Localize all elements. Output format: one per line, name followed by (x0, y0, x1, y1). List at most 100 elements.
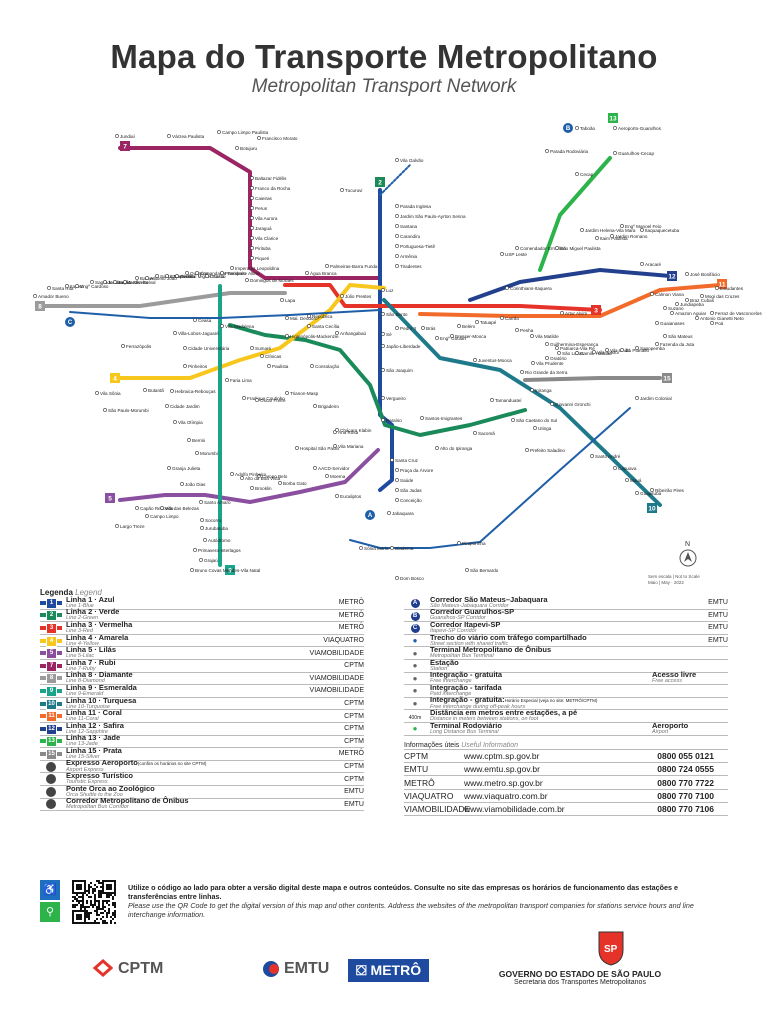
station-marker[interactable] (505, 286, 509, 290)
station-marker[interactable] (395, 224, 399, 228)
station-marker[interactable] (381, 418, 385, 422)
station-marker[interactable] (605, 348, 609, 352)
station-marker[interactable] (250, 256, 254, 260)
station-marker[interactable] (390, 546, 394, 550)
station-marker[interactable] (115, 134, 119, 138)
corridor-badge-a[interactable]: A (365, 510, 375, 520)
station-marker[interactable] (165, 274, 169, 278)
station-marker[interactable] (103, 408, 107, 412)
station-marker[interactable] (325, 264, 329, 268)
station-marker[interactable] (250, 196, 254, 200)
station-marker[interactable] (473, 431, 477, 435)
station-marker[interactable] (555, 346, 559, 350)
station-marker[interactable] (590, 454, 594, 458)
station-marker[interactable] (255, 398, 259, 402)
operator-url-link[interactable]: www.viamobilidade.com.br (464, 804, 565, 815)
station-marker[interactable] (395, 326, 399, 330)
station-marker[interactable] (545, 342, 549, 346)
station-marker[interactable] (515, 246, 519, 250)
line-badge-5[interactable]: 5 (105, 493, 115, 503)
station-marker[interactable] (170, 389, 174, 393)
station-marker[interactable] (195, 271, 199, 275)
station-marker[interactable] (613, 151, 617, 155)
station-marker[interactable] (193, 318, 197, 322)
station-marker[interactable] (395, 468, 399, 472)
station-marker[interactable] (457, 541, 461, 545)
station-marker[interactable] (285, 391, 289, 395)
station-marker[interactable] (285, 334, 289, 338)
station-marker[interactable] (250, 486, 254, 490)
station-marker[interactable] (613, 126, 617, 130)
station-marker[interactable] (531, 361, 535, 365)
station-marker[interactable] (250, 226, 254, 230)
station-marker[interactable] (613, 466, 617, 470)
station-marker[interactable] (620, 224, 624, 228)
line-badge-9[interactable]: 9 (225, 565, 235, 575)
line-badge-7[interactable]: 7 (120, 141, 130, 151)
station-marker[interactable] (663, 306, 667, 310)
station-marker[interactable] (695, 316, 699, 320)
station-marker[interactable] (95, 391, 99, 395)
station-marker[interactable] (310, 364, 314, 368)
station-marker[interactable] (575, 172, 579, 176)
station-marker[interactable] (580, 228, 584, 232)
station-marker[interactable] (185, 271, 189, 275)
station-marker[interactable] (235, 146, 239, 150)
station-marker[interactable] (278, 481, 282, 485)
station-marker[interactable] (333, 444, 337, 448)
station-marker[interactable] (650, 488, 654, 492)
station-marker[interactable] (421, 326, 425, 330)
station-marker[interactable] (167, 134, 171, 138)
station-marker[interactable] (450, 334, 454, 338)
station-marker[interactable] (395, 488, 399, 492)
station-marker[interactable] (340, 188, 344, 192)
station-marker[interactable] (511, 418, 515, 422)
station-marker[interactable] (167, 466, 171, 470)
line-badge-4[interactable]: 4 (110, 373, 120, 383)
station-marker[interactable] (135, 276, 139, 280)
station-marker[interactable] (635, 491, 639, 495)
operator-url-link[interactable]: www.metro.sp.gov.br (464, 777, 543, 788)
station-marker[interactable] (640, 262, 644, 266)
station-marker[interactable] (650, 292, 654, 296)
line-badge-8[interactable]: 8 (35, 301, 45, 311)
station-marker[interactable] (685, 298, 689, 302)
station-marker[interactable] (242, 396, 246, 400)
station-marker[interactable] (610, 234, 614, 238)
station-marker[interactable] (575, 126, 579, 130)
station-marker[interactable] (90, 280, 94, 284)
station-marker[interactable] (520, 370, 524, 374)
station-marker[interactable] (217, 130, 221, 134)
station-marker[interactable] (183, 346, 187, 350)
line-badge-3[interactable]: 3 (591, 305, 601, 315)
station-marker[interactable] (305, 271, 309, 275)
station-marker[interactable] (457, 324, 461, 328)
station-marker[interactable] (250, 246, 254, 250)
station-marker[interactable] (65, 284, 69, 288)
station-marker[interactable] (250, 216, 254, 220)
station-marker[interactable] (560, 311, 564, 315)
station-marker[interactable] (340, 294, 344, 298)
station-marker[interactable] (675, 302, 679, 306)
station-marker[interactable] (200, 526, 204, 530)
station-marker[interactable] (187, 438, 191, 442)
station-marker[interactable] (250, 176, 254, 180)
station-marker[interactable] (145, 276, 149, 280)
station-marker[interactable] (195, 451, 199, 455)
station-marker[interactable] (490, 398, 494, 402)
operator-url-link[interactable]: www.viaquatro.com.br (464, 790, 548, 801)
station-marker[interactable] (475, 320, 479, 324)
station-marker[interactable] (285, 316, 289, 320)
station-marker[interactable] (145, 514, 149, 518)
line-badge-12[interactable]: 12 (667, 271, 677, 281)
station-marker[interactable] (395, 478, 399, 482)
station-marker[interactable] (395, 498, 399, 502)
station-marker[interactable] (240, 476, 244, 480)
station-marker[interactable] (387, 511, 391, 515)
line-badge-2[interactable]: 2 (375, 177, 385, 187)
station-marker[interactable] (225, 378, 229, 382)
station-marker[interactable] (390, 458, 394, 462)
station-marker[interactable] (575, 351, 579, 355)
station-marker[interactable] (381, 288, 385, 292)
station-marker[interactable] (625, 478, 629, 482)
